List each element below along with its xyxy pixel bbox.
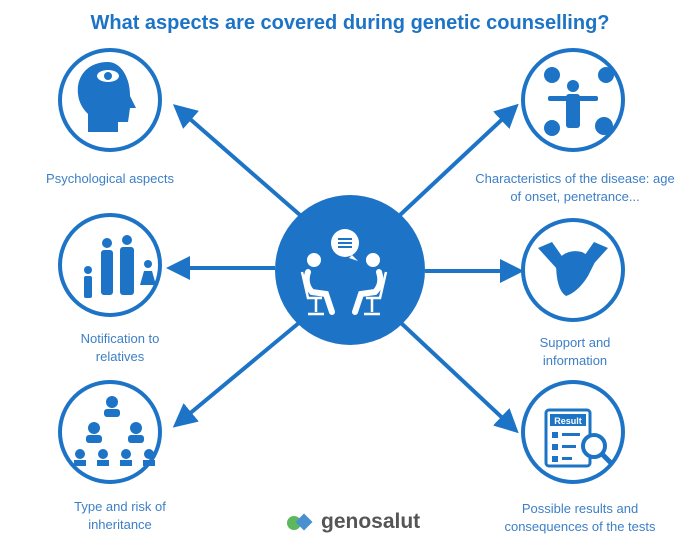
arrow-characteristics bbox=[398, 103, 519, 217]
logo-text: genosalut bbox=[321, 510, 421, 533]
handshake-icon bbox=[538, 242, 608, 296]
counselling-conversation-icon bbox=[300, 229, 388, 316]
label-characteristics: Characteristics of the disease: age of o… bbox=[475, 171, 675, 204]
page-title: What aspects are covered during genetic … bbox=[90, 12, 610, 34]
family-tree-icon bbox=[74, 396, 155, 466]
label-results: Possible results and consequences of the… bbox=[504, 501, 656, 534]
arrow-results bbox=[398, 320, 519, 434]
arrow-inheritance bbox=[172, 320, 302, 428]
result-text: Result bbox=[554, 416, 582, 426]
center-circle bbox=[275, 195, 425, 345]
result-clipboard-icon bbox=[544, 408, 614, 468]
head-eye-icon bbox=[77, 62, 136, 132]
label-relatives: Notification to relatives bbox=[80, 331, 160, 364]
label-support: Support and information bbox=[539, 335, 611, 368]
logo-mark bbox=[287, 513, 313, 531]
circle-inheritance bbox=[58, 380, 162, 484]
genosalut-logo: genosalut bbox=[285, 510, 420, 534]
label-inheritance: Type and risk of inheritance bbox=[74, 499, 166, 532]
disease-symptoms-icon bbox=[544, 67, 614, 136]
label-psychological: Psychological aspects bbox=[46, 171, 174, 186]
arrow-psychological bbox=[172, 104, 302, 217]
family-icon bbox=[84, 235, 156, 298]
